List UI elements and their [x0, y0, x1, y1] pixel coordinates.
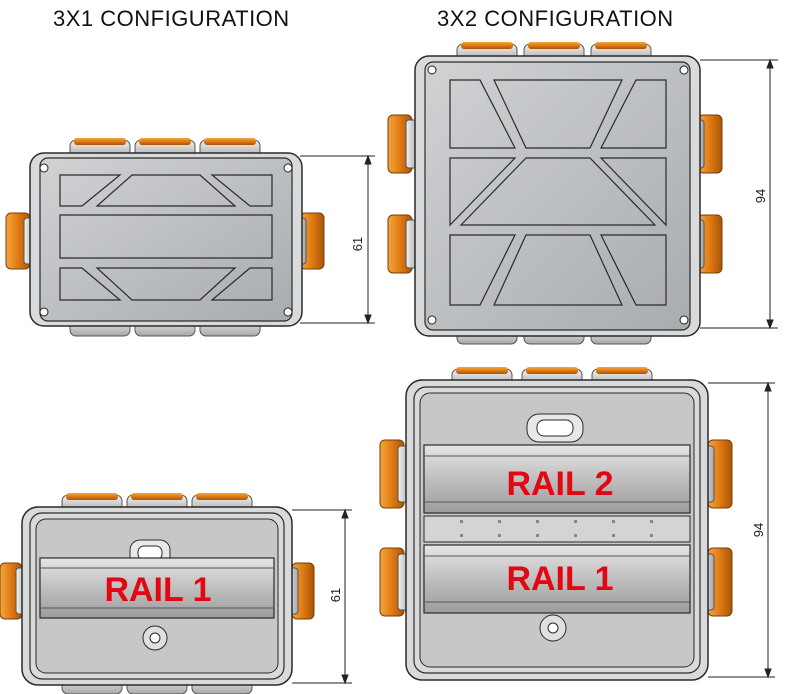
heading-3x2-configuration: 3X2 CONFIGURATION — [437, 6, 674, 31]
dimension-label-3x2-bottom: 94 — [751, 523, 766, 537]
rail-label: RAIL 1 — [104, 571, 211, 609]
dimension-label-3x2-top: 94 — [753, 189, 768, 203]
dimension-label-3x1-bottom: 61 — [328, 588, 343, 602]
enclosure-3x2-open-view: RAIL 2 RAIL 1 94 — [379, 367, 775, 681]
dimension-line-3x1-bottom — [292, 508, 352, 685]
rail-label-lower: RAIL 1 — [506, 560, 613, 598]
heading-3x1-configuration: 3X1 CONFIGURATION — [53, 6, 290, 31]
enclosure-3x1-open-view: RAIL 1 61 — [0, 493, 352, 694]
dimension-line-3x2-bottom — [708, 381, 775, 679]
enclosure-3x2-top-view: 94 — [387, 42, 778, 345]
dimension-label-3x1-top: 61 — [350, 237, 365, 251]
rail-label-upper: RAIL 2 — [506, 465, 613, 503]
dimension-line-3x1-top — [300, 154, 375, 325]
dimension-line-3x2-top — [700, 58, 778, 330]
enclosure-3x1-top-view: 61 — [5, 138, 375, 337]
